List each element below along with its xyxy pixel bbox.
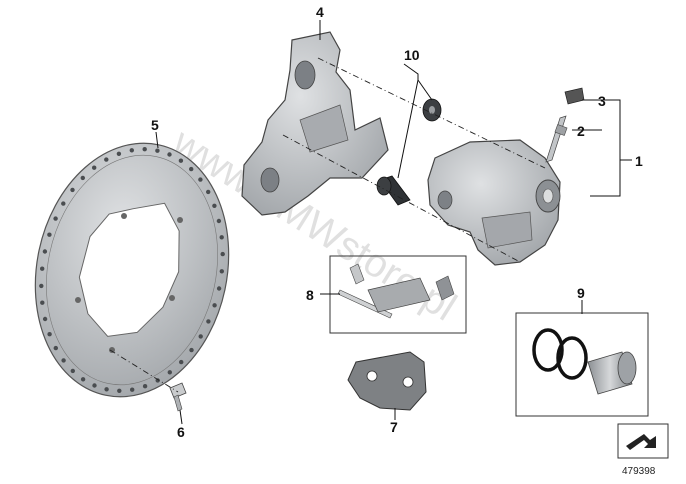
disc-hole [142,147,147,152]
disc-hole [53,345,58,351]
disc-hole [47,232,52,237]
disc-hole [80,377,86,382]
disc-hole [42,249,48,254]
callout-4: 4 [316,4,324,20]
bleed-valve [545,87,585,163]
disc-bolt [169,382,187,412]
disc-hole [189,166,194,172]
disc-hole [206,319,211,324]
callout-9: 9 [577,285,585,301]
disc-hole [142,384,148,389]
disc-hole [212,203,217,208]
disc-hole [155,148,160,153]
disc-hole [61,358,66,363]
disc-hole [80,175,86,181]
disc-hole [53,216,58,221]
disc-hole [167,370,172,375]
disc-hole [189,347,194,353]
disc-hole [179,359,184,365]
callout-5: 5 [151,117,159,133]
disc-hole [117,388,122,393]
brake-pad [347,351,427,411]
callout-3: 3 [598,93,606,109]
disc-hole [198,334,203,339]
disc-hole [198,177,203,182]
disc-hole [206,189,211,195]
disc-hole [70,368,76,374]
disc-hole [40,266,45,271]
callout-1: 1 [635,153,643,169]
disc-hole [42,316,48,322]
callout-6: 6 [177,424,185,440]
reference-number: 479398 [622,466,656,477]
pad-retaining-kit [337,263,455,319]
caliper-carrier [241,31,389,216]
disc-hole [216,286,222,291]
disc-hole [129,148,134,153]
leader-lines [155,20,632,425]
disc-hole [61,201,66,206]
piston-seal-kit [532,328,637,395]
brake-disc [34,142,230,398]
disc-hole [212,303,217,308]
disc-hole [178,158,184,163]
disc-hole [104,387,109,392]
disc-hole [92,165,97,170]
scroll-arrow-icon [617,423,669,459]
callout-10: 10 [404,47,420,63]
disc-hole [219,269,224,274]
disc-hole [167,152,172,157]
disc-hole [47,332,52,337]
disc-hole [130,387,135,392]
disc-hole [220,251,225,257]
disc-hole [92,383,97,388]
brake-caliper [427,139,561,266]
callout-7: 7 [390,419,398,435]
disc-hole [40,300,45,305]
disc-hole [39,283,44,289]
disc-hole [70,187,75,193]
disc-hole [216,218,222,224]
disc-hole [104,157,109,162]
disc-hole [219,235,224,240]
callout-8: 8 [306,287,314,303]
disc-hole [116,151,122,156]
callout-2: 2 [577,123,585,139]
assembly-axis-lines [109,57,546,393]
